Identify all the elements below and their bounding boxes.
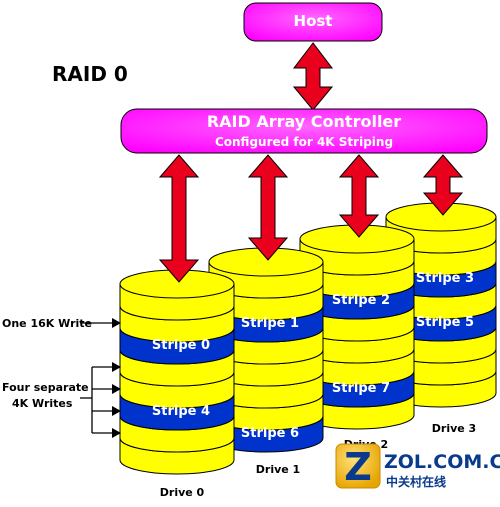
separate-writes-annotation: Four separate 4K Writes bbox=[2, 362, 121, 438]
drive-label: Drive 1 bbox=[256, 463, 300, 476]
zol-logo-mark: Z bbox=[344, 445, 372, 489]
stripe-label: Stripe 4 bbox=[152, 404, 210, 419]
stripe-label: Stripe 3 bbox=[416, 271, 474, 286]
controller-subtitle: Configured for 4K Striping bbox=[215, 135, 393, 149]
drive-label: Drive 3 bbox=[432, 422, 476, 435]
raid-controller-box: RAID Array Controller Configured for 4K … bbox=[120, 108, 488, 154]
one-write-annotation: One 16K Write bbox=[2, 317, 121, 330]
arrow-host-controller bbox=[292, 42, 334, 111]
drives-layer: Stripe 3 Stripe 5 Drive 3 Stripe 2 Stripe 7 D… bbox=[119, 202, 497, 499]
stripe-label: Stripe 5 bbox=[416, 315, 474, 330]
arrow-controller-drive-2 bbox=[338, 154, 380, 238]
arrow-controller-drive-3 bbox=[422, 154, 464, 216]
drive-1-stack: Stripe 1 Stripe 6 Drive 1 bbox=[208, 247, 324, 476]
drive-0-stack: Stripe 0 Stripe 4 Drive 0 bbox=[119, 269, 235, 499]
one-write-label: One 16K Write bbox=[2, 317, 92, 330]
zol-watermark: Z ZOL.COM.CN 中关村在线 bbox=[335, 443, 500, 489]
arrow-controller-drive-0 bbox=[158, 154, 200, 283]
host-label: Host bbox=[294, 12, 333, 30]
controller-title: RAID Array Controller bbox=[207, 112, 401, 131]
page-title: RAID 0 bbox=[52, 62, 128, 86]
separate-writes-line2: 4K Writes bbox=[12, 397, 73, 410]
zol-watermark-subtext: 中关村在线 bbox=[386, 474, 446, 489]
stripe-label: Stripe 1 bbox=[241, 316, 299, 331]
host-box: Host bbox=[243, 2, 383, 42]
stripe-label: Stripe 0 bbox=[152, 338, 210, 353]
arrow-controller-drive-1 bbox=[247, 154, 289, 261]
stripe-label: Stripe 7 bbox=[332, 381, 390, 396]
zol-watermark-text: ZOL.COM.CN bbox=[384, 451, 500, 473]
controller-drive-arrows bbox=[158, 154, 464, 283]
drive-label: Drive 0 bbox=[160, 486, 205, 499]
stripe-label: Stripe 6 bbox=[241, 426, 299, 441]
separate-writes-line1: Four separate bbox=[2, 381, 89, 394]
stripe-label: Stripe 2 bbox=[332, 293, 390, 308]
